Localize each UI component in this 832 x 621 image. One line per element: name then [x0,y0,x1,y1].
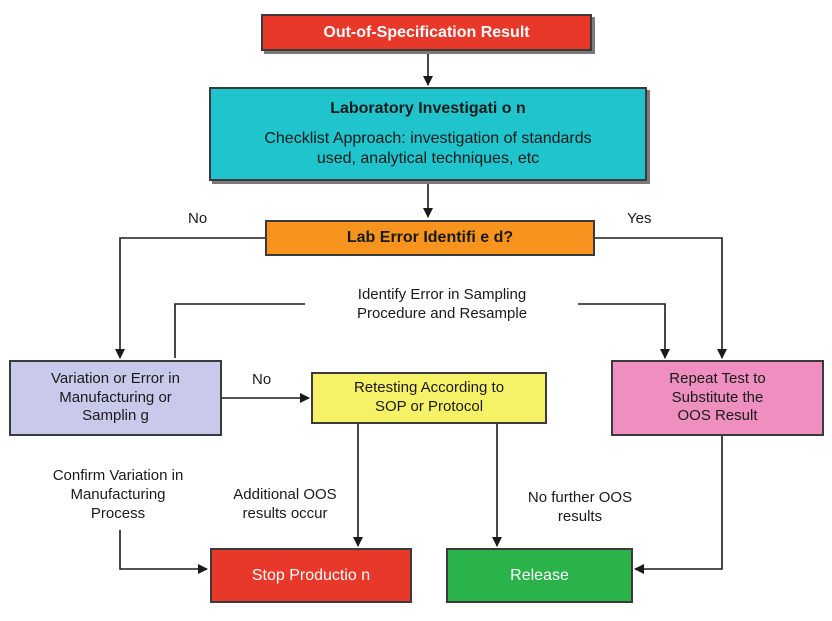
label-nofurther-line2: results [557,507,603,525]
label-no-mid: No [252,371,272,388]
line-variation-to-identify [174,303,305,358]
repeat-test-node: Repeat Test to Substitute the OOS Result [611,360,824,436]
repeat-test-line1: Repeat Test to [669,369,766,387]
arrow-repeat-to-release [634,436,723,574]
arrow-variation-to-stop [119,530,208,574]
arrow-identify-to-repeat [578,303,670,359]
variation-error-line3: Samplin g [82,407,149,425]
label-confirm-line3: Process [90,504,146,522]
label-additional-line2: results occur [242,504,328,522]
retesting-node: Retesting According to SOP or Protocol [311,372,547,424]
label-yes-right: Yes [627,210,652,227]
label-additional-line1: Additional OOS [233,486,337,503]
retesting-line2: SOP or Protocol [374,398,484,415]
oos-result-node: Out-of-Specification Result [261,14,592,51]
retesting-line1: Retesting According to [353,379,505,397]
repeat-test-line2: Substitute the [671,388,764,406]
label-additional-oos: Additional OOS results occur [212,486,358,524]
variation-error-line2: Manufacturing or [59,388,172,406]
stop-production-node: Stop Productio n [210,548,412,603]
label-identify-line1: Identify Error in Sampling [357,286,527,303]
variation-error-line1: Variation or Error in [51,369,180,387]
arrow-error-no-to-variation [115,237,265,359]
label-no-further-oos: No further OOS results [505,489,655,527]
label-identify-error: Identify Error in Sampling Procedure and… [308,286,576,324]
label-confirm-line2: Manufacturing [70,485,166,503]
lab-error-identified-node: Lab Error Identifi e d? [265,220,595,256]
label-confirm-line1: Confirm Variation in [52,467,184,484]
stop-production-label: Stop Productio n [251,566,371,584]
laboratory-investigation-title: Laboratory Investigati o n [330,100,526,117]
laboratory-investigation-body-line2: used, analytical techniques, etc [316,150,540,167]
release-label: Release [510,566,569,584]
label-no-left: No [188,210,208,227]
label-confirm-variation: Confirm Variation in Manufacturing Proce… [18,467,218,523]
arrow-error-yes-to-repeat [595,237,727,359]
oos-result-label: Out-of-Specification Result [323,23,530,41]
lab-error-identified-label: Lab Error Identifi e d? [346,229,514,246]
laboratory-investigation-body-line1: Checklist Approach: investigation of sta… [264,130,592,147]
label-identify-line2: Procedure and Resample [356,304,528,322]
repeat-test-line3: OOS Result [677,407,758,425]
label-nofurther-line1: No further OOS [527,489,633,506]
laboratory-investigation-node: Laboratory Investigati o n Checklist App… [209,87,647,181]
variation-error-node: Variation or Error in Manufacturing or S… [9,360,222,436]
release-node: Release [446,548,633,603]
